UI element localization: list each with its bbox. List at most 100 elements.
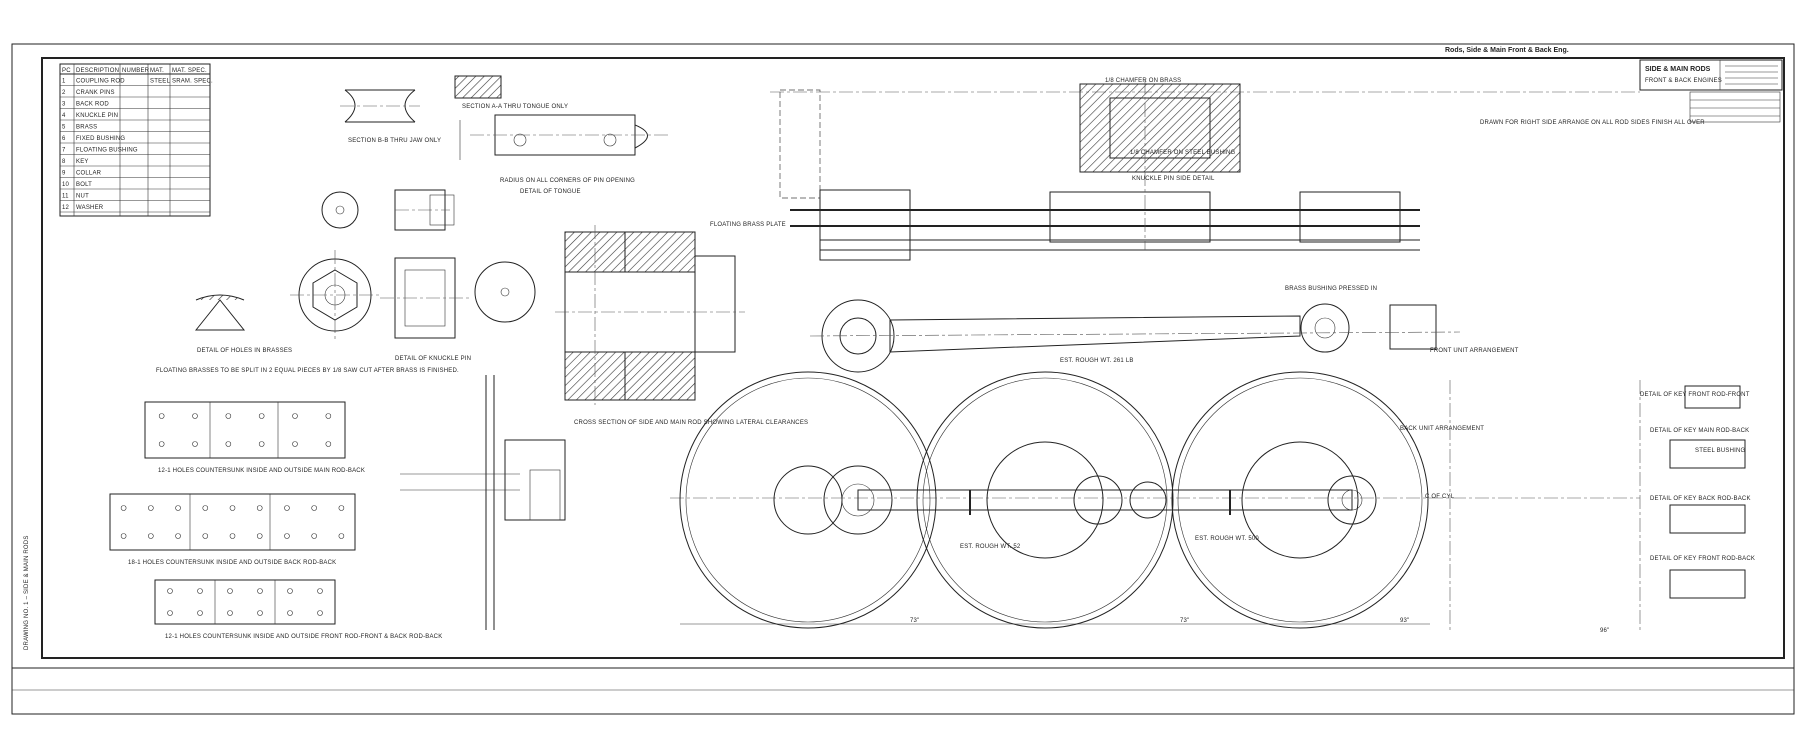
holes-front-label: 12-1 HOLES COUNTERSUNK INSIDE AND OUTSID… <box>165 634 442 640</box>
table-cell: 12 <box>62 205 70 211</box>
steel-bushing-label: STEEL BUSHING <box>1695 448 1746 454</box>
table-cell: BACK ROD <box>76 102 109 108</box>
hole-mark <box>225 441 232 447</box>
table-cell: FLOATING BUSHING <box>76 148 138 154</box>
wheel-1 <box>679 371 937 629</box>
section-aa-detail: SECTION A-A THRU TONGUE ONLY <box>454 75 568 110</box>
hole-mark <box>287 588 293 594</box>
detail-key-main: DETAIL OF KEY MAIN ROD-BACK <box>1650 428 1749 434</box>
hole-mark <box>257 588 263 594</box>
hole-mark <box>258 441 265 447</box>
title-block: SIDE & MAIN RODS FRONT & BACK ENGINES <box>1639 59 1783 123</box>
table-header-description: DESCRIPTION <box>76 68 119 74</box>
floating-brasses-note: FLOATING BRASSES TO BE SPLIT IN 2 EQUAL … <box>156 368 459 374</box>
est-weight-2: EST. ROUGH WT. 52 <box>960 544 1021 550</box>
hole-mark <box>292 441 298 447</box>
rod-elevation: 1/8 CHAMFER ON BRASS 1/8 CHAMFER ON STEE… <box>710 78 1705 292</box>
table-cell: 1 <box>62 79 66 85</box>
table-cell: NUT <box>76 194 89 200</box>
detail-holes-label: DETAIL OF HOLES IN BRASSES <box>197 348 292 354</box>
hole-mark <box>257 610 263 616</box>
table-cell: WASHER <box>76 205 104 211</box>
table-cell: 11 <box>62 194 69 200</box>
bolt-detail <box>321 189 455 231</box>
margin-note: DRAWING NO. 1 – SIDE & MAIN RODS <box>24 535 30 650</box>
hole-mark <box>197 588 203 594</box>
hole-mark <box>258 413 265 419</box>
hole-mark <box>192 441 198 447</box>
hole-mark <box>197 610 203 616</box>
hole-pattern-main: 12-1 HOLES COUNTERSUNK INSIDE AND OUTSID… <box>144 401 365 474</box>
table-cell: 6 <box>62 136 66 142</box>
hole-mark <box>284 533 290 539</box>
hole-mark <box>148 505 154 511</box>
dim-73-b: 73" <box>1180 618 1189 624</box>
hole-mark <box>167 610 173 616</box>
hole-mark <box>311 505 317 511</box>
hole-mark <box>120 533 127 539</box>
table-header-number: NUMBER <box>122 68 150 74</box>
header-note: Rods, Side & Main Front & Back Eng. <box>1445 47 1569 54</box>
chamfer-brass-label: 1/8 CHAMFER ON BRASS <box>1105 78 1181 84</box>
hex-nut-detail <box>290 250 380 340</box>
hole-mark <box>287 610 293 616</box>
section-bb-detail: SECTION B-B THRU JAW ONLY <box>340 89 441 144</box>
table-cell: COLLAR <box>76 171 102 177</box>
hole-mark <box>227 588 233 594</box>
hole-mark <box>292 413 298 419</box>
hole-mark <box>175 505 181 511</box>
dim-96: 96" <box>1600 628 1609 634</box>
hole-mark <box>120 505 127 511</box>
hole-mark <box>317 588 323 594</box>
hole-pattern-back: 18-1 HOLES COUNTERSUNK INSIDE AND OUTSID… <box>109 493 356 566</box>
hole-mark <box>175 533 181 539</box>
dim-93: 93" <box>1400 618 1409 624</box>
driving-wheels: EST. ROUGH WT. 52 EST. ROUGH WT. 500 C O… <box>670 371 1641 634</box>
hole-pattern-front: 12-1 HOLES COUNTERSUNK INSIDE AND OUTSID… <box>154 579 442 640</box>
knuckle-detail-label: DETAIL OF KNUCKLE PIN <box>395 356 471 362</box>
radius-note: RADIUS ON ALL CORNERS OF PIN OPENING <box>500 178 635 184</box>
title-block-title: SIDE & MAIN RODS <box>1645 66 1711 73</box>
hole-mark <box>192 413 198 419</box>
table-cell: SRAM. SPEC. <box>172 79 213 85</box>
floating-brass-label: FLOATING BRASS PLATE <box>710 222 786 228</box>
est-weight-1: EST. ROUGH WT. 261 LB <box>1060 358 1134 364</box>
table-cell: BOLT <box>76 182 92 188</box>
table-cell: CRANK PINS <box>76 90 115 96</box>
inner-border <box>41 57 1785 659</box>
title-block-subtitle: FRONT & BACK ENGINES <box>1645 78 1722 84</box>
table-cell: 10 <box>62 182 70 188</box>
holes-back-label: 18-1 HOLES COUNTERSUNK INSIDE AND OUTSID… <box>128 560 336 566</box>
knuckle-pin-detail: DETAIL OF KNUCKLE PIN <box>380 257 536 362</box>
chamfer-bushing-label: 1/8 CHAMFER ON STEEL BUSHING <box>1130 150 1236 156</box>
hole-mark <box>229 533 236 539</box>
wheel-3 <box>1171 371 1429 629</box>
hole-mark <box>158 413 165 419</box>
table-cell: BRASS <box>76 125 97 131</box>
table-header-pc: PC <box>62 68 71 74</box>
hole-mark <box>325 413 332 419</box>
table-cell: 7 <box>62 148 66 154</box>
hole-mark <box>148 533 154 539</box>
hole-mark <box>256 533 263 539</box>
hole-mark <box>338 533 345 539</box>
hole-mark <box>225 413 232 419</box>
frame-elevation <box>400 375 566 630</box>
detail-key-back: DETAIL OF KEY BACK ROD-BACK <box>1650 496 1751 502</box>
hole-mark <box>229 505 236 511</box>
front-unit-label: FRONT UNIT ARRANGEMENT <box>1430 348 1519 354</box>
table-cell: KEY <box>76 159 89 165</box>
table-cell: 8 <box>62 159 66 165</box>
est-weight-3: EST. ROUGH WT. 500 <box>1195 536 1259 542</box>
cross-section-label: CROSS SECTION OF SIDE AND MAIN ROD SHOWI… <box>574 420 808 426</box>
section-aa-label: SECTION A-A THRU TONGUE ONLY <box>462 104 568 110</box>
wheel-2 <box>916 371 1174 629</box>
holes-main-label: 12-1 HOLES COUNTERSUNK INSIDE AND OUTSID… <box>158 468 365 474</box>
tongue-detail: RADIUS ON ALL CORNERS OF PIN OPENING DET… <box>459 114 670 195</box>
key-details: DETAIL OF KEY FRONT ROD-FRONT DETAIL OF … <box>1640 385 1755 599</box>
tongue-detail-label: DETAIL OF TONGUE <box>520 189 581 195</box>
hole-mark <box>338 505 345 511</box>
